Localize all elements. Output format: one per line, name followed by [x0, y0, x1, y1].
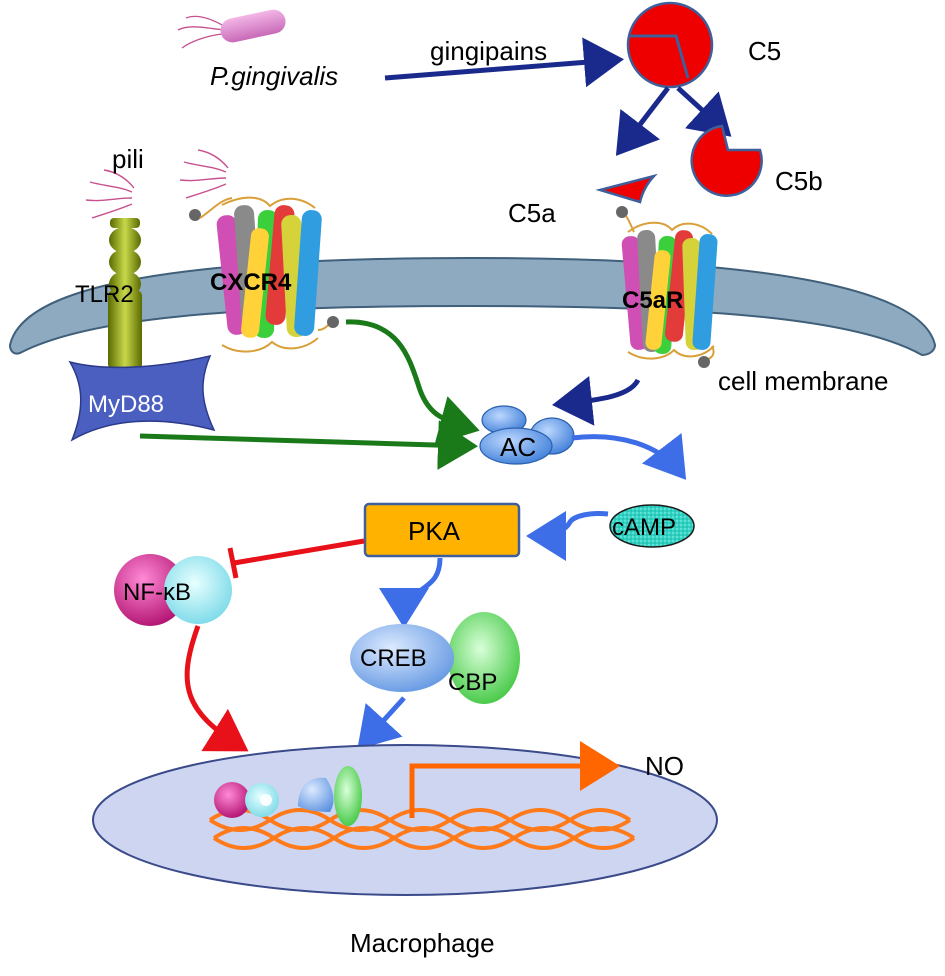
- arrow-myd88-to-ac: [139, 420, 478, 471]
- pili-label: pili: [112, 144, 144, 174]
- gingipains-label: gingipains: [430, 36, 547, 66]
- creb-cbp-bound: [298, 766, 362, 826]
- c5b-label: C5b: [775, 166, 823, 196]
- cell-membrane-label: cell membrane: [718, 366, 889, 396]
- arrow-c5ar-to-ac: [552, 375, 641, 426]
- tlr2-label: TLR2: [75, 281, 134, 308]
- macrophage-label: Macrophage: [350, 928, 495, 958]
- inhibition-bar: [227, 547, 239, 579]
- camp-molecule: [609, 504, 695, 548]
- pili-icon: [85, 149, 229, 219]
- p-gingivalis-label: P.gingivalis: [210, 61, 338, 91]
- arrow-ac-to-camp: [571, 432, 687, 480]
- nucleus: [92, 744, 718, 896]
- arrow-camp-to-pka: [526, 510, 609, 561]
- inhibition-pka-nfkb: [233, 538, 365, 566]
- c5-protein: [626, 1, 714, 89]
- c5ar-label: C5aR: [622, 287, 683, 314]
- arrow-gingipains-to-c5: [384, 37, 624, 88]
- pka-kinase: [363, 502, 521, 558]
- c5a-fragment: [595, 173, 658, 204]
- cxcr4-receptor: [189, 196, 339, 353]
- dna-helix-icon: [208, 808, 636, 850]
- creb-cbp-complex: [350, 612, 520, 704]
- arrow-nfkb-to-nucleus: [184, 625, 249, 752]
- cxcr4-label: CXCR4: [210, 269, 292, 296]
- arrow-creb-to-nucleus: [357, 696, 406, 750]
- cbp-label: CBP: [448, 669, 497, 696]
- tlr2-receptor: [108, 218, 142, 370]
- arrow-to-no: [409, 741, 620, 818]
- myd88-label: MyD88: [88, 391, 164, 418]
- pka-label: PKA: [408, 516, 461, 546]
- ac-enzyme: [479, 405, 575, 465]
- c5-label: C5: [748, 36, 781, 66]
- nfkb-complex: [114, 554, 232, 626]
- bacterium-icon: [177, 9, 286, 49]
- no-label: NO: [645, 751, 684, 781]
- ac-label: AC: [500, 432, 536, 462]
- cell-membrane: [8, 256, 937, 357]
- c5a-label: C5a: [508, 198, 556, 228]
- myd88-adaptor: [68, 354, 216, 442]
- nfkb-bound: [214, 782, 279, 818]
- camp-label: cAMP: [612, 514, 676, 541]
- arrow-c5-to-c5b: [676, 86, 732, 137]
- arrow-c5-to-c5a: [615, 86, 670, 156]
- arrow-cxcr4-to-ac: [345, 319, 480, 445]
- c5b-fragment: [690, 124, 763, 197]
- nfkb-label: NF-κB: [123, 579, 191, 606]
- c5ar-receptor: [616, 206, 718, 368]
- arrow-pka-to-creb: [379, 557, 443, 628]
- creb-label: CREB: [360, 645, 427, 672]
